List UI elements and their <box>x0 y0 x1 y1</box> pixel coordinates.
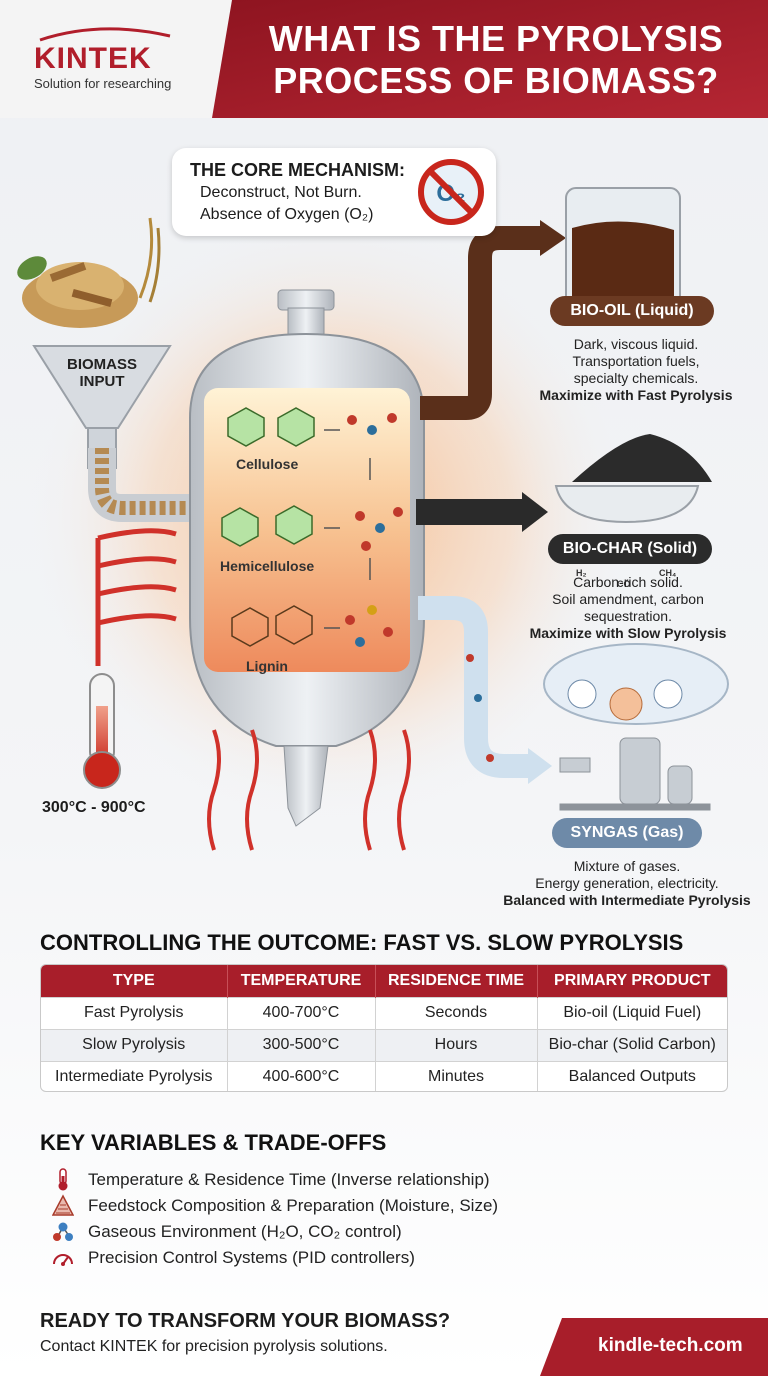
header-primary-product: PRIMARY PRODUCT <box>537 965 727 997</box>
core-mechanism-callout: THE CORE MECHANISM: Deconstruct, Not Bur… <box>172 148 496 236</box>
gauge-icon <box>53 1254 73 1266</box>
header-residence-time: RESIDENCE TIME <box>375 965 538 997</box>
gas-h2-label: H₂ <box>576 568 587 578</box>
bio-oil-description: Dark, viscous liquid. Transportation fue… <box>520 336 752 404</box>
bio-oil-badge: BIO-OIL (Liquid) <box>550 296 714 326</box>
footer-band <box>540 1318 768 1376</box>
thermometer-icon <box>58 1168 68 1191</box>
hemicellulose-molecule-icon <box>221 505 313 547</box>
cell-primary-product: Bio-oil (Liquid Fuel) <box>537 996 727 1029</box>
header: KINTEK Solution for researching WHAT IS … <box>0 0 768 118</box>
cta-title: READY TO TRANSFORM YOUR BIOMASS? <box>40 1310 451 1332</box>
mechanism-title: THE CORE MECHANISM: <box>190 160 405 180</box>
bio-oil-desc-1: Dark, viscous liquid. <box>573 336 699 352</box>
cell-residence-time: Seconds <box>375 996 538 1029</box>
mechanism-line-2: Absence of Oxygen (O₂) <box>200 206 374 223</box>
char-bowl-icon <box>554 434 712 524</box>
gas-ch4-label: CH₄ <box>659 568 677 578</box>
pyrolysis-diagram: THE CORE MECHANISM: Deconstruct, Not Bur… <box>0 118 768 918</box>
bio-char-desc-2: Soil amendment, carbon <box>552 591 704 607</box>
page-title: WHAT IS THE PYROLYSIS PROCESS OF BIOMASS… <box>268 18 724 101</box>
molecule-icon <box>53 1222 73 1241</box>
biomass-input-line-2: INPUT <box>79 373 125 390</box>
cell-temperature: 400-700°C <box>227 996 376 1029</box>
cell-residence-time: Hours <box>375 1028 538 1061</box>
no-oxygen-icon: O₂ <box>418 159 484 225</box>
cell-residence-time: Minutes <box>375 1060 538 1091</box>
bio-char-desc-3: sequestration. <box>584 608 672 624</box>
key-variable-text: Gaseous Environment (H₂O, CO₂ control) <box>88 1222 402 1241</box>
bio-oil-desc-3: specialty chemicals. <box>573 370 699 386</box>
bio-char-desc-1: Carbon-rich solid. <box>573 574 683 590</box>
thermometer-icon <box>83 673 121 789</box>
cell-type: Intermediate Pyrolysis <box>41 1060 228 1091</box>
cta-subtitle: Contact KINTEK for precision pyrolysis s… <box>40 1338 388 1355</box>
biomass-input-line-1: BIOMASS <box>66 356 137 373</box>
syngas-desc-2: Energy generation, electricity. <box>535 875 719 891</box>
cell-primary-product: Balanced Outputs <box>537 1060 727 1091</box>
lignin-molecule-icon <box>231 605 313 647</box>
syngas-badge: SYNGAS (Gas) <box>552 818 702 848</box>
key-variable-text: Precision Control Systems (PID controlle… <box>88 1248 415 1267</box>
pyrolysis-comparison-table: TYPE TEMPERATURE RESIDENCE TIME PRIMARY … <box>40 964 728 1092</box>
cellulose-molecule-icon <box>227 407 315 447</box>
bio-oil-desc-2: Transportation fuels, <box>572 353 700 369</box>
feedstock-icon <box>52 1194 74 1216</box>
cell-type: Fast Pyrolysis <box>41 996 228 1029</box>
lignin-label: Lignin <box>246 658 288 674</box>
key-variables-title: KEY VARIABLES & TRADE-OFFS <box>40 1130 387 1155</box>
table-row: Intermediate Pyrolysis 400-600°C Minutes… <box>41 1060 727 1091</box>
header-type: TYPE <box>41 965 228 997</box>
beaker-icon <box>565 187 681 309</box>
bio-char-description: Carbon-rich solid. Soil amendment, carbo… <box>512 574 744 642</box>
bio-char-badge: BIO-CHAR (Solid) <box>548 534 712 564</box>
syngas-desc-1: Mixture of gases. <box>573 858 681 874</box>
key-variable-text: Temperature & Residence Time (Inverse re… <box>88 1170 490 1189</box>
gas-co-label: CO <box>617 579 631 589</box>
logo[interactable]: KINTEK Solution for researching <box>20 22 200 102</box>
diagram-illustration <box>17 187 729 851</box>
bio-char-strategy: Maximize with Slow Pyrolysis <box>529 625 727 641</box>
temperature-range: 300°C - 900°C <box>42 799 146 816</box>
cell-primary-product: Bio-char (Solid Carbon) <box>537 1028 727 1061</box>
biomass-input-label: BIOMASS INPUT <box>56 356 148 390</box>
heat-waves-left-icon <box>95 528 177 666</box>
table-section-title: CONTROLLING THE OUTCOME: FAST VS. SLOW P… <box>40 930 684 955</box>
syngas-strategy: Balanced with Intermediate Pyrolysis <box>503 892 751 908</box>
heat-waves-bottom-icon <box>207 729 411 851</box>
website-link[interactable]: kindle-tech.com <box>598 1335 743 1356</box>
syngas-pipe <box>418 596 530 778</box>
header-background <box>0 0 768 118</box>
syngas-description: Mixture of gases. Energy generation, ele… <box>496 858 758 909</box>
header-temperature: TEMPERATURE <box>227 965 376 997</box>
mechanism-line-1: Deconstruct, Not Burn. <box>200 184 362 201</box>
cellulose-label: Cellulose <box>236 456 299 472</box>
cell-temperature: 400-600°C <box>227 1060 376 1091</box>
table-row: Slow Pyrolysis 300-500°C Hours Bio-char … <box>41 1028 727 1061</box>
cell-type: Slow Pyrolysis <box>41 1028 228 1061</box>
logo-swoosh <box>39 27 171 42</box>
table-row: Fast Pyrolysis 400-700°C Seconds Bio-oil… <box>41 996 727 1029</box>
bio-oil-pipe <box>420 226 542 420</box>
table-header-row: TYPE TEMPERATURE RESIDENCE TIME PRIMARY … <box>41 965 727 997</box>
biomass-pile-icon <box>17 217 161 328</box>
logo-wordmark: KINTEK <box>34 42 152 75</box>
logo-tagline: Solution for researching <box>34 76 172 91</box>
molecule-fragments <box>345 413 403 647</box>
gas-plant-icon <box>559 737 711 811</box>
gas-cloud-icon <box>543 643 729 725</box>
key-variable-text: Feedstock Composition & Preparation (Moi… <box>88 1196 499 1215</box>
hemicellulose-label: Hemicellulose <box>220 558 315 574</box>
cell-temperature: 300-500°C <box>227 1028 376 1061</box>
bio-oil-strategy: Maximize with Fast Pyrolysis <box>539 387 733 403</box>
